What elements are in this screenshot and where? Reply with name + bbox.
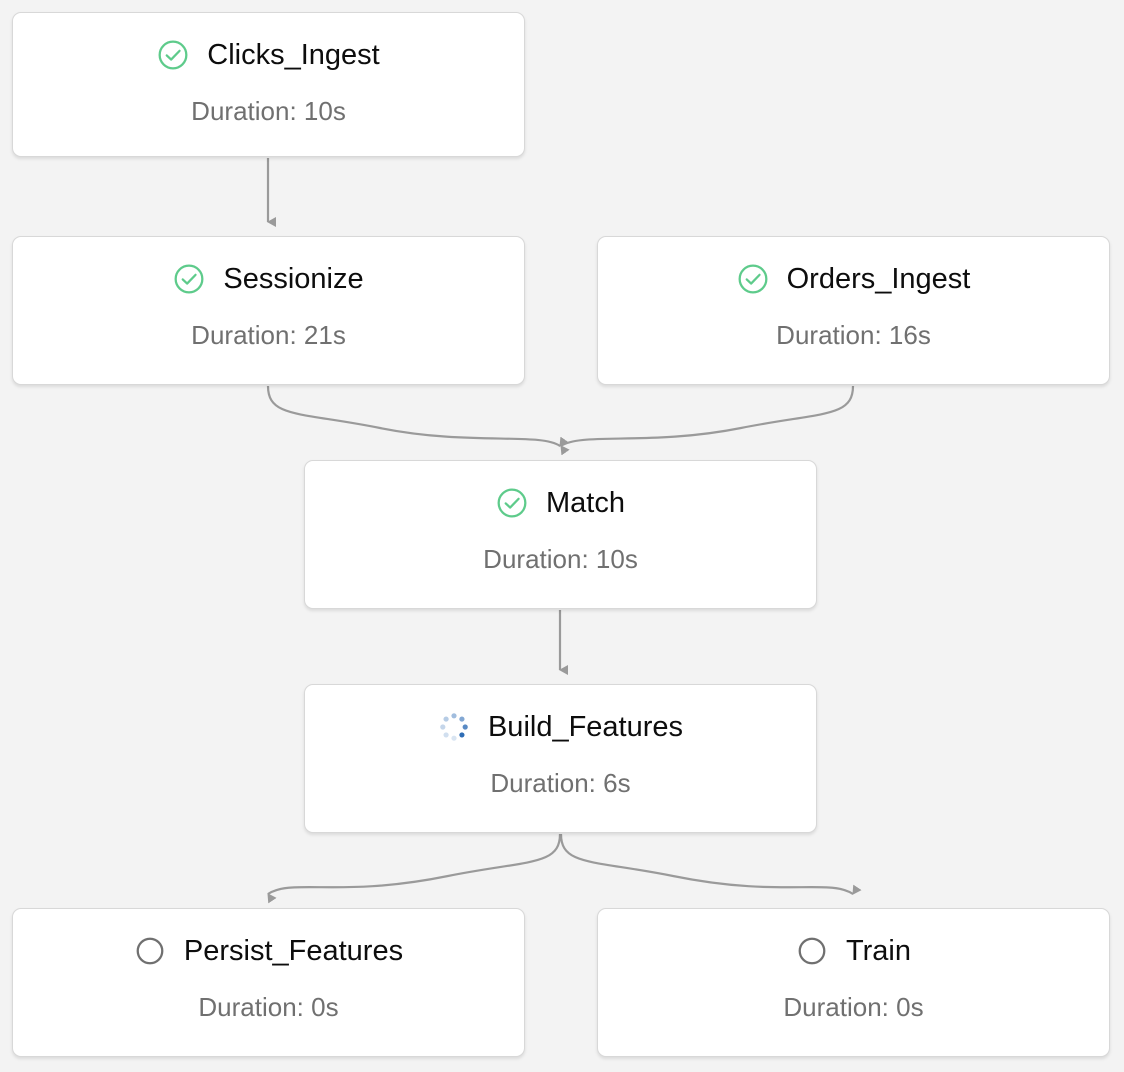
- node-duration: Duration: 16s: [776, 320, 931, 350]
- node-build-features[interactable]: Build_Features Duration: 6s: [304, 684, 817, 833]
- node-duration: Duration: 6s: [490, 768, 631, 798]
- edge-sessionize-to-match: [266, 385, 569, 447]
- node-duration: Duration: 0s: [783, 992, 924, 1022]
- node-duration: Duration: 10s: [191, 96, 346, 126]
- node-duration: Duration: 10s: [483, 544, 638, 574]
- node-header: Persist_Features: [134, 931, 403, 971]
- node-title: Orders_Ingest: [786, 263, 971, 295]
- node-header: Sessionize: [173, 259, 364, 299]
- edge-build-features-to-persist-features: [267, 833, 562, 904]
- node-header: Train: [796, 931, 911, 971]
- node-train[interactable]: Train Duration: 0s: [597, 908, 1110, 1057]
- check-circle-icon: [174, 264, 204, 294]
- node-clicks-ingest[interactable]: Clicks_Ingest Duration: 10s: [12, 12, 525, 157]
- node-header: Build_Features: [438, 707, 683, 747]
- check-circle-icon: [158, 40, 188, 70]
- edge-orders-ingest-to-match: [560, 385, 855, 456]
- edge-build-features-to-train: [559, 833, 862, 895]
- node-sessionize[interactable]: Sessionize Duration: 21s: [12, 236, 525, 385]
- node-title: Build_Features: [487, 711, 684, 743]
- node-header: Orders_Ingest: [737, 259, 971, 299]
- check-circle-icon: [738, 264, 768, 294]
- empty-circle-icon: [136, 937, 164, 965]
- node-header: Match: [496, 483, 625, 523]
- empty-circle-icon: [798, 937, 826, 965]
- node-title: Sessionize: [223, 263, 364, 295]
- node-duration: Duration: 0s: [198, 992, 339, 1022]
- node-orders-ingest[interactable]: Orders_Ingest Duration: 16s: [597, 236, 1110, 385]
- node-title: Match: [546, 487, 625, 519]
- node-title: Train: [846, 935, 911, 967]
- spinner-icon: [440, 713, 468, 741]
- node-header: Clicks_Ingest: [157, 35, 380, 75]
- node-match[interactable]: Match Duration: 10s: [304, 460, 817, 609]
- node-title: Clicks_Ingest: [207, 39, 380, 71]
- check-circle-icon: [497, 488, 527, 518]
- node-persist-features[interactable]: Persist_Features Duration: 0s: [12, 908, 525, 1057]
- node-title: Persist_Features: [183, 935, 404, 967]
- node-duration: Duration: 21s: [191, 320, 346, 350]
